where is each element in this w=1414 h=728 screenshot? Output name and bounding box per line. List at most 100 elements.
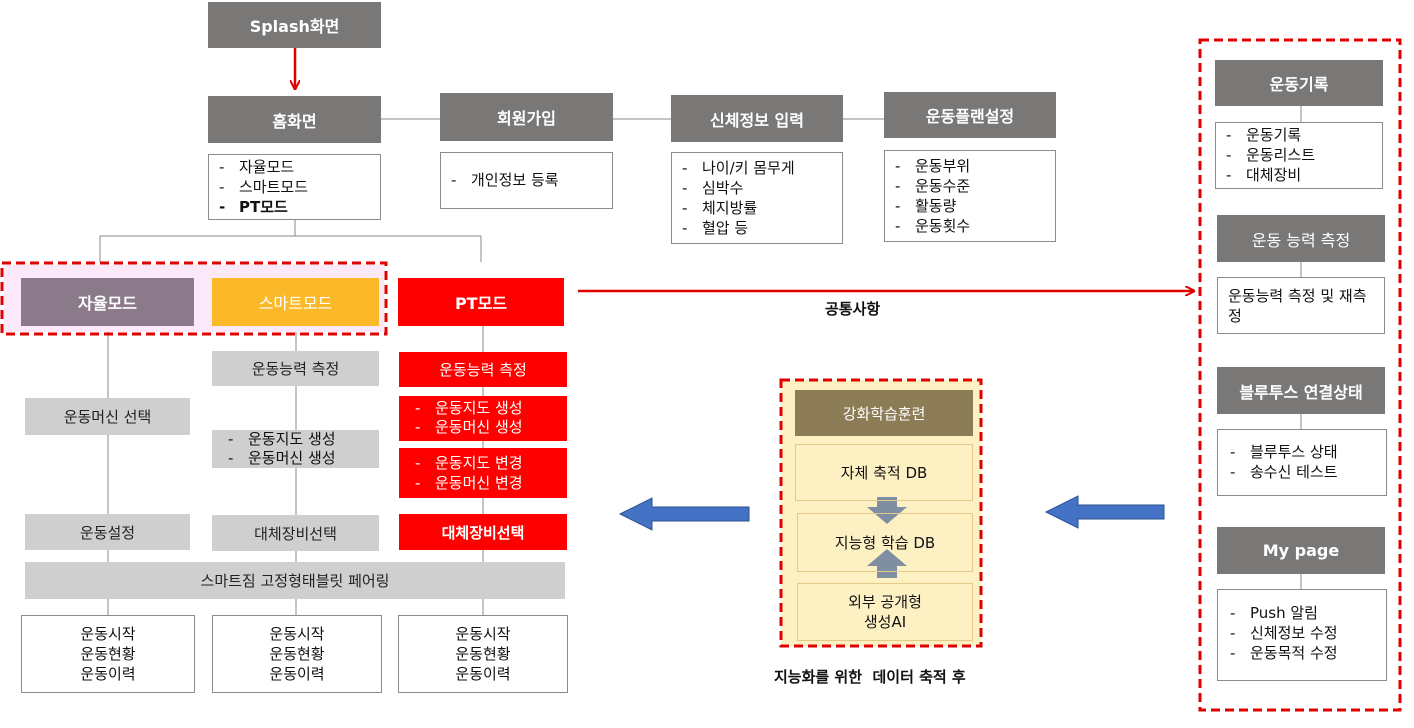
signup-node[interactable]: 회원가입	[440, 93, 613, 141]
machine-select-label: 운동머신 선택	[63, 408, 152, 426]
home-screen-node[interactable]: 홈화면	[208, 96, 381, 143]
bluetooth-label: 블루투스 연결상태	[1239, 382, 1363, 402]
list-item: 혈압 등	[674, 218, 842, 238]
list-item: 운동기록	[1218, 125, 1382, 145]
list-item: 운동지도 생성	[407, 399, 567, 418]
blue-arrow-left-1	[618, 497, 750, 531]
record-label: 운동기록	[1269, 75, 1329, 94]
list-item: 운동현황	[455, 645, 511, 663]
external-ai-box: 외부 공개형 생성AI	[797, 583, 973, 641]
list-item: 운동횟수	[887, 216, 1055, 236]
learning-db-box: 지능형 학습 DB	[797, 513, 973, 572]
list-item: 운동현황	[80, 645, 136, 663]
mypage-label: My page	[1262, 541, 1340, 560]
body-info-label: 신체정보 입력	[710, 110, 804, 130]
bluetooth-items-box: 블루투스 상태 송수신 테스트	[1217, 429, 1387, 496]
list-item: 나이/키 몸무게	[674, 158, 842, 178]
list-item: 신체정보 수정	[1222, 623, 1386, 643]
list-item: 스마트모드	[211, 177, 380, 197]
list-item: 운동이력	[80, 665, 136, 683]
body-info-items-box: 나이/키 몸무게 심박수 체지방률 혈압 등	[671, 152, 843, 244]
own-db-label: 자체 축적 DB	[840, 464, 928, 482]
list-item: 운동이력	[455, 665, 511, 683]
ai-caption: 지능화를 위한 데이터 축적 후	[774, 668, 966, 686]
smart-mode-node[interactable]: 스마트모드	[212, 278, 379, 326]
pt-change-node[interactable]: 운동지도 변경 운동머신 변경	[399, 448, 567, 498]
signup-items-box: 개인정보 등록	[440, 152, 613, 209]
mypage-items-box: Push 알림 신체정보 수정 운동목적 수정	[1217, 589, 1387, 681]
list-item: 운동부위	[887, 156, 1055, 176]
ability-measure-label: 운동 능력 측정	[1251, 230, 1351, 250]
learning-db-label: 지능형 학습 DB	[834, 534, 936, 552]
mypage-node[interactable]: My page	[1217, 527, 1385, 574]
list-item: 운동이력	[269, 665, 325, 683]
home-screen-label: 홈화면	[272, 111, 317, 131]
common-label: 공통사항	[825, 300, 881, 318]
pt-result-box: 운동시작 운동현황 운동이력	[398, 615, 568, 693]
pt-measure-node[interactable]: 운동능력 측정	[399, 352, 567, 387]
up-arrow-icon	[867, 549, 907, 578]
body-info-node[interactable]: 신체정보 입력	[671, 95, 843, 142]
free-mode-node[interactable]: 자율모드	[21, 278, 194, 326]
ability-text-box: 운동능력 측정 및 재측정	[1217, 277, 1385, 334]
list-item: 운동현황	[269, 645, 325, 663]
list-item: 운동지도 생성	[220, 430, 379, 449]
list-item: 운동머신 생성	[407, 418, 567, 437]
list-item: 운동리스트	[1218, 145, 1382, 165]
smart-mode-label: 스마트모드	[258, 294, 333, 313]
free-mode-label: 자율모드	[78, 294, 137, 313]
list-item: 블루투스 상태	[1222, 442, 1386, 462]
plan-setting-label: 운동플랜설정	[925, 107, 1015, 126]
list-item: 운동시작	[80, 625, 136, 643]
common-panel-frame	[1198, 38, 1402, 712]
ability-text: 운동능력 측정 및 재측정	[1228, 287, 1367, 325]
list-item: 개인정보 등록	[443, 170, 612, 190]
record-node[interactable]: 운동기록	[1215, 60, 1383, 106]
list-item: 체지방률	[674, 198, 842, 218]
external-ai-line1: 외부 공개형	[848, 593, 922, 611]
list-item: 심박수	[674, 178, 842, 198]
smart-alt-equipment-label: 대체장비선택	[254, 524, 337, 543]
list-item: Push 알림	[1222, 603, 1386, 623]
external-ai-line2: 생성AI	[863, 613, 907, 631]
record-items-box: 운동기록 운동리스트 대체장비	[1215, 122, 1383, 189]
exercise-setting-label: 운동설정	[79, 523, 136, 542]
list-item: 활동량	[887, 196, 1055, 216]
machine-select-node[interactable]: 운동머신 선택	[25, 398, 190, 435]
ability-measure-node[interactable]: 운동 능력 측정	[1217, 215, 1385, 262]
down-arrow-icon	[867, 497, 907, 524]
mode-highlight-frame	[0, 261, 388, 336]
smart-generate-node[interactable]: 운동지도 생성 운동머신 생성	[212, 430, 379, 468]
blue-arrow-left-2	[1044, 495, 1165, 529]
list-item: 운동머신 변경	[407, 473, 567, 493]
pairing-node[interactable]: 스마트짐 고정형태블릿 페어링	[25, 562, 565, 599]
list-item: 운동시작	[269, 625, 325, 643]
list-item: 운동수준	[887, 176, 1055, 196]
rl-training-header: 강화학습훈련	[795, 390, 973, 436]
pt-mode-label: PT모드	[454, 294, 508, 313]
smart-alt-equipment-node[interactable]: 대체장비선택	[212, 515, 379, 551]
list-item: 운동지도 변경	[407, 453, 567, 473]
smart-measure-label: 운동능력 측정	[251, 360, 340, 378]
pt-alt-equipment-node[interactable]: 대체장비선택	[399, 514, 567, 550]
list-item: 자율모드	[211, 157, 380, 177]
home-items-box: 자율모드 스마트모드 PT모드	[208, 154, 381, 220]
pt-generate-node[interactable]: 운동지도 생성 운동머신 생성	[399, 396, 567, 441]
pt-measure-label: 운동능력 측정	[439, 361, 527, 379]
smart-measure-node[interactable]: 운동능력 측정	[212, 351, 379, 386]
pt-alt-equipment-label: 대체장비선택	[441, 523, 525, 542]
exercise-setting-node[interactable]: 운동설정	[25, 514, 190, 550]
pairing-label: 스마트짐 고정형태블릿 페어링	[200, 572, 390, 590]
plan-setting-node[interactable]: 운동플랜설정	[884, 92, 1056, 138]
list-item: 운동머신 생성	[220, 449, 379, 468]
list-item: 운동목적 수정	[1222, 643, 1386, 663]
pt-mode-node[interactable]: PT모드	[398, 278, 564, 326]
bluetooth-node[interactable]: 블루투스 연결상태	[1217, 367, 1385, 414]
list-item: 송수신 테스트	[1222, 462, 1386, 482]
free-result-box: 운동시작 운동현황 운동이력	[21, 615, 195, 693]
smart-result-box: 운동시작 운동현황 운동이력	[212, 615, 382, 693]
list-item: 운동시작	[455, 625, 511, 643]
splash-screen-node[interactable]: Splash화면	[208, 2, 381, 48]
list-item: 대체장비	[1218, 165, 1382, 185]
splash-screen-label: Splash화면	[249, 17, 340, 36]
